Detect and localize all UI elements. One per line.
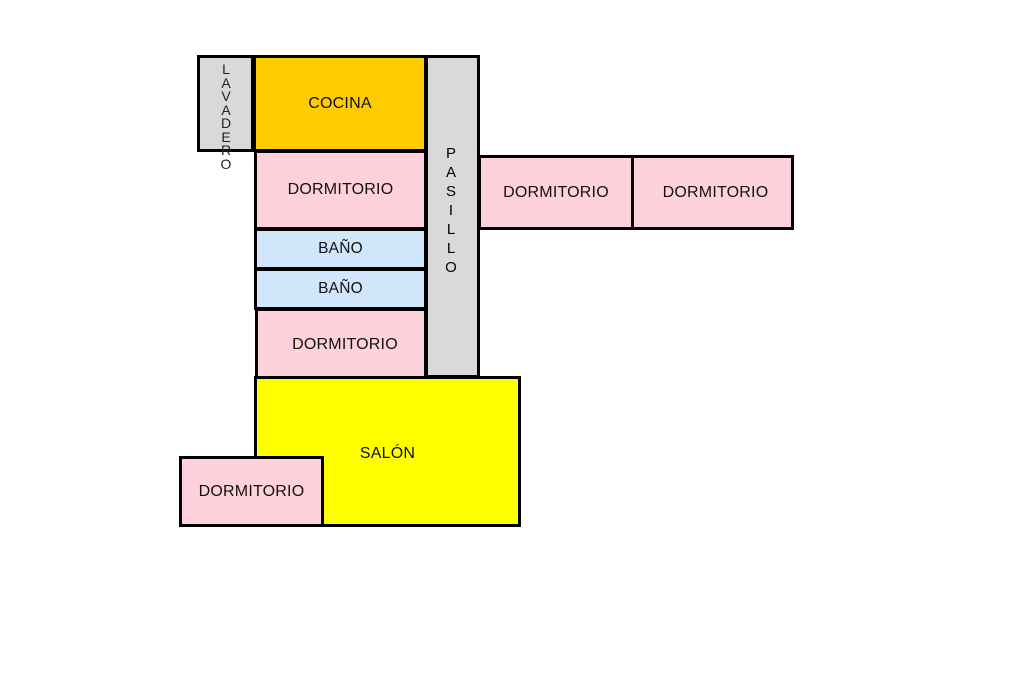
room-label-cocina: COCINA — [308, 94, 372, 112]
label-letter: L — [446, 240, 456, 257]
label-letter: L — [446, 221, 456, 238]
label-letter: P — [445, 145, 456, 162]
room-label-dormitorio: DORMITORIO — [292, 335, 398, 353]
room-dormitorio: DORMITORIO — [255, 308, 427, 379]
label-letter: A — [221, 101, 231, 118]
label-letter: A — [221, 74, 231, 91]
room-lavadero — [197, 55, 254, 152]
label-letter: A — [445, 164, 456, 181]
room-dormitorio: DORMITORIO — [179, 456, 324, 527]
label-letter: D — [220, 115, 232, 131]
room-bano: BAÑO — [254, 268, 427, 310]
room-label-dormitorio: DORMITORIO — [287, 181, 394, 198]
room-salon: SALÓN — [254, 376, 521, 527]
label-letter: S — [445, 183, 456, 200]
label-letter: O — [445, 259, 457, 276]
room-bano: BAÑO — [254, 228, 427, 270]
label-letter: O — [220, 155, 232, 172]
room-dormitorio: DORMITORIO — [631, 155, 794, 230]
room-dormitorio: DORMITORIO — [254, 150, 427, 230]
room-dormitorio: DORMITORIO — [478, 155, 634, 230]
label-letter: R — [220, 142, 232, 158]
label-letter: E — [221, 128, 231, 145]
room-label-dormitorio: DORMITORIO — [662, 183, 769, 201]
label-letter: L — [222, 61, 230, 77]
room-label-bano: BAÑO — [318, 240, 363, 257]
room-label-salon: SALÓN — [359, 444, 416, 462]
label-letter: I — [448, 202, 454, 219]
room-label-dormitorio: DORMITORIO — [198, 482, 305, 500]
label-letter: V — [221, 88, 231, 104]
room-label-bano: BAÑO — [318, 280, 363, 297]
room-cocina: COCINA — [253, 55, 427, 152]
room-label-dormitorio: DORMITORIO — [503, 183, 609, 201]
